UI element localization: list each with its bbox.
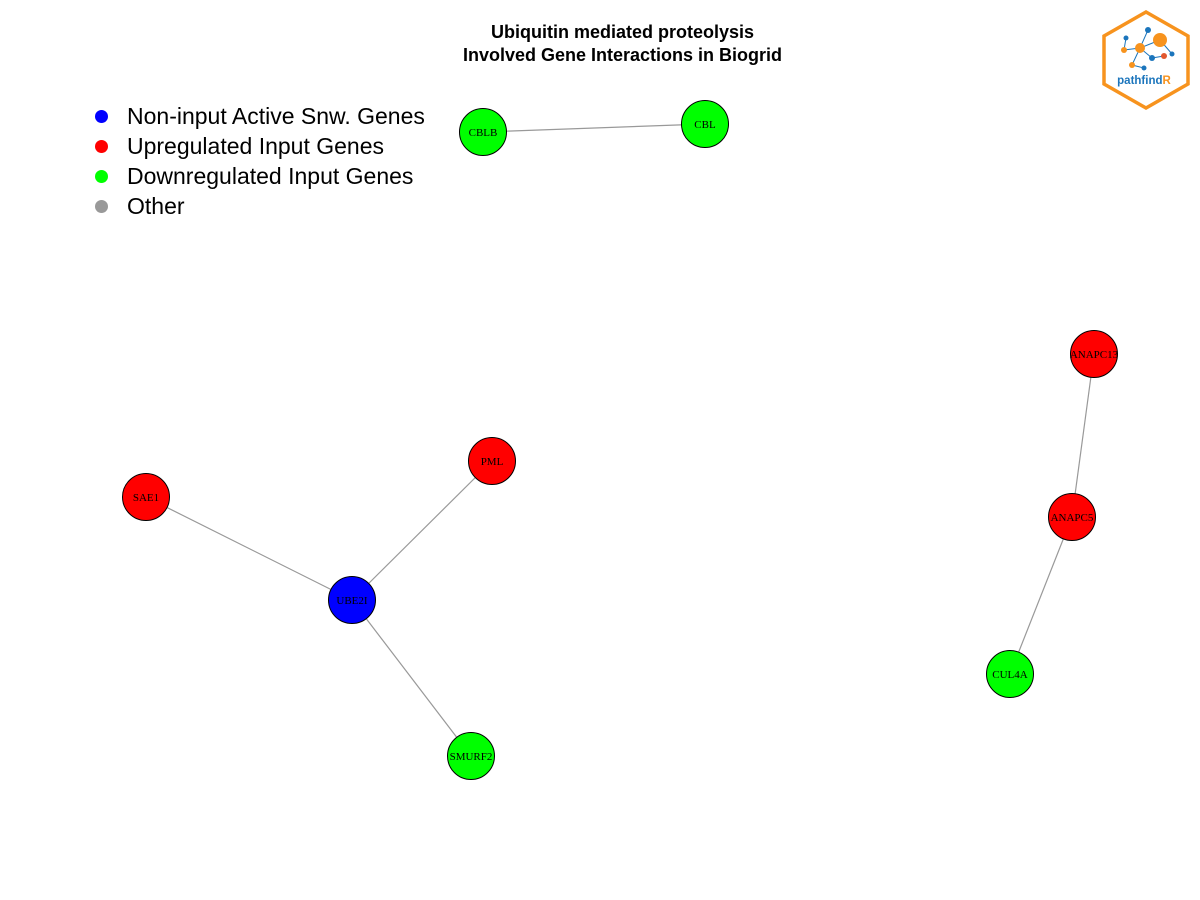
logo-text-main: pathfind <box>1117 75 1162 87</box>
edge-sae1-ube2i <box>145 496 353 601</box>
edge-ube2i-smurf2 <box>351 599 472 757</box>
edges-layer <box>145 123 1095 757</box>
node-label: SAE1 <box>133 492 159 504</box>
node-label: CUL4A <box>992 669 1028 681</box>
node-cbl[interactable]: CBL <box>681 100 729 148</box>
edge-anapc5-cul4a <box>1009 516 1073 675</box>
node-circle[interactable] <box>986 650 1034 698</box>
node-label: PML <box>481 456 504 468</box>
logo-text-accent: R <box>1163 75 1172 87</box>
edge-anapc13-anapc5 <box>1071 353 1095 518</box>
node-cul4a[interactable]: CUL4A <box>986 650 1034 698</box>
legend-item-other: Other <box>95 191 425 221</box>
legend-item-downregulated: Downregulated Input Genes <box>95 161 425 191</box>
legend-dot-icon <box>95 169 108 183</box>
legend-label: Other <box>127 192 185 219</box>
edge-pml-ube2i <box>351 460 493 601</box>
svg-text:pathfindR: pathfindR <box>1117 75 1171 87</box>
node-circle[interactable] <box>447 732 495 780</box>
node-pml[interactable]: PML <box>468 437 516 485</box>
legend-dot-icon <box>95 139 108 153</box>
legend-item-upregulated: Upregulated Input Genes <box>95 131 425 161</box>
node-label: ANAPC5 <box>1051 512 1094 524</box>
node-label: CBL <box>694 119 716 131</box>
node-label: ANAPC13 <box>1070 349 1119 361</box>
node-circle[interactable] <box>459 108 507 156</box>
node-circle[interactable] <box>468 437 516 485</box>
legend: Non-input Active Snw. Genes Upregulated … <box>95 101 425 221</box>
pathfindr-logo: pathfindR <box>1102 10 1190 110</box>
edge-cblb-cbl <box>482 123 706 133</box>
node-ube2i[interactable]: UBE2I <box>328 576 376 624</box>
node-cblb[interactable]: CBLB <box>459 108 507 156</box>
legend-label: Downregulated Input Genes <box>127 162 414 189</box>
node-circle[interactable] <box>328 576 376 624</box>
legend-item-non-input: Non-input Active Snw. Genes <box>95 101 425 131</box>
legend-dot-icon <box>95 109 108 123</box>
legend-label: Upregulated Input Genes <box>127 132 385 159</box>
figure-title-line1: Ubiquitin mediated proteolysis <box>490 22 755 42</box>
legend-label: Non-input Active Snw. Genes <box>127 102 425 129</box>
legend-dot-icon <box>95 199 108 213</box>
node-label: CBLB <box>469 127 498 139</box>
node-label: SMURF2 <box>450 751 493 763</box>
node-anapc13[interactable]: ANAPC13 <box>1070 330 1119 378</box>
node-anapc5[interactable]: ANAPC5 <box>1048 493 1096 541</box>
node-circle[interactable] <box>122 473 170 521</box>
figure-title-line2: Involved Gene Interactions in Biogrid <box>462 45 783 65</box>
node-circle[interactable] <box>681 100 729 148</box>
node-circle[interactable] <box>1070 330 1118 378</box>
node-label: UBE2I <box>336 595 368 607</box>
node-smurf2[interactable]: SMURF2 <box>447 732 495 780</box>
node-sae1[interactable]: SAE1 <box>122 473 170 521</box>
node-circle[interactable] <box>1048 493 1096 541</box>
